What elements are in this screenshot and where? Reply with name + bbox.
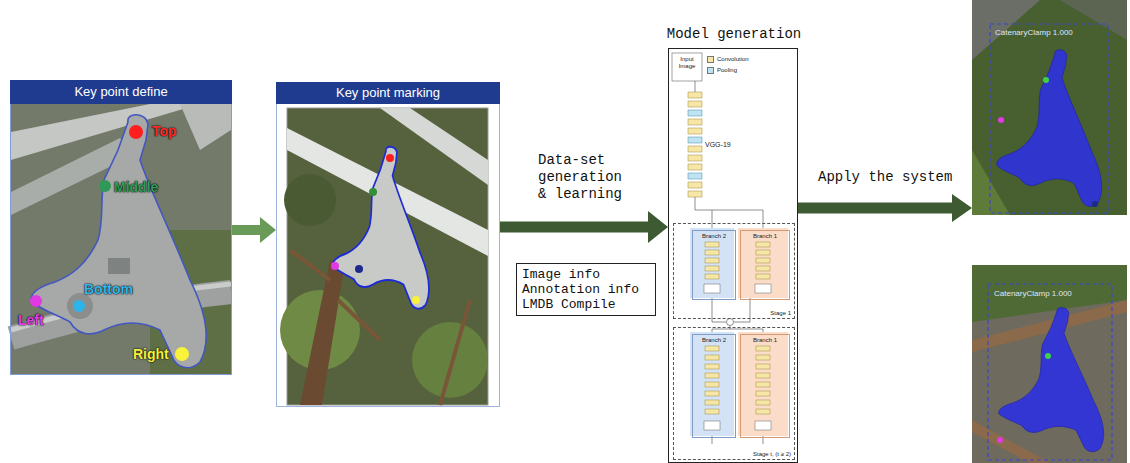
clamp-outline — [333, 147, 429, 309]
box-heading: Model generation — [629, 26, 839, 43]
keypoint-label: Left — [18, 312, 44, 328]
branch-box: Branch 2 — [692, 230, 736, 300]
legend-row: Pooling — [707, 65, 749, 76]
keypoint-dot — [1043, 77, 1049, 83]
loss-box — [755, 421, 771, 430]
branch-label: Branch 1 — [741, 233, 789, 240]
photo-ground — [287, 108, 488, 405]
block-arrow — [232, 217, 276, 243]
conv-layers — [705, 346, 770, 414]
branch-fill — [738, 228, 788, 298]
keypoint-dot — [412, 296, 420, 304]
legend-text: Convolution — [717, 56, 749, 63]
branch-fill — [738, 332, 788, 436]
keypoint-dot — [30, 295, 42, 307]
input-label: Input Image — [673, 56, 701, 70]
photo-ground — [972, 265, 1127, 463]
steel-bar — [180, 104, 231, 150]
panel-heading: Key point marking — [276, 82, 500, 104]
branch-fill — [690, 332, 734, 436]
stage-label: Stage 1 — [770, 310, 791, 317]
detection-label: CatenaryClamp 1.000 — [994, 289, 1072, 299]
stage-region: Stage t, (t ≥ 2) Branch 2 Branch 1 — [673, 327, 795, 460]
input-image-box — [672, 53, 702, 81]
branch-box: Branch 1 — [740, 230, 790, 300]
keypoint-marking-panel: Key point marking — [276, 82, 500, 407]
loss-box — [704, 284, 720, 293]
keypoint-label: Bottom — [84, 281, 133, 297]
detection-label: CatenaryClamp 1.000 — [995, 28, 1073, 38]
result-image: CatenaryClamp 1.000 — [972, 265, 1127, 463]
photo-ground — [11, 104, 231, 374]
branch-label: Branch 1 — [741, 337, 789, 344]
block-arrow — [798, 194, 972, 222]
keypoint-label: Middle — [114, 179, 158, 195]
foliage — [412, 322, 488, 398]
box-text: Image info Annotation info LMDB Compile — [517, 264, 655, 315]
marking-photo — [280, 108, 488, 405]
clamp-outline — [31, 115, 206, 368]
arrow-label: Data-set generation & learning — [538, 152, 630, 203]
flow-line — [695, 81, 696, 92]
result-photo — [972, 265, 1127, 463]
stage-label: Stage t, (t ≥ 2) — [753, 451, 791, 458]
network-label: VGG-19 — [705, 141, 731, 149]
detection-box — [988, 284, 1112, 460]
keypoint-define-panel: Key point define — [10, 80, 232, 375]
keypoint-dot — [129, 125, 143, 139]
keypoint-dot — [355, 265, 363, 273]
photo-ground — [972, 0, 1127, 215]
conv-layers — [705, 242, 770, 279]
keypoint-label: Top — [152, 123, 177, 139]
vgg-layers — [688, 92, 702, 197]
legend: ConvolutionPooling — [707, 54, 749, 76]
legend-swatch — [707, 67, 714, 74]
panel-heading: Key point define — [10, 80, 232, 104]
keypoint-dot — [73, 300, 85, 312]
concat-node — [727, 319, 734, 326]
network-diagram — [672, 53, 788, 444]
clamp-mask — [997, 50, 1102, 207]
keypoint-dot — [175, 347, 189, 361]
keypoint-dot — [998, 117, 1004, 123]
block-arrow — [500, 211, 668, 243]
model-generation-box: Model generationStage 1Branch 2Branch 1S… — [668, 48, 798, 463]
result-photo — [972, 0, 1127, 215]
legend-row: Convolution — [707, 54, 749, 65]
keypoint-dot — [386, 154, 394, 162]
legend-swatch — [707, 56, 714, 63]
stage-region: Stage 1 Branch 2 Branch 1 — [673, 223, 795, 319]
steel-bar — [380, 108, 488, 185]
keypoint-dot — [1045, 353, 1051, 359]
branch-fill — [690, 228, 734, 298]
keypoint-dot — [369, 188, 377, 196]
clamp-photo — [11, 104, 231, 374]
result-image: CatenaryClamp 1.000 — [972, 0, 1127, 215]
keypoint-dot — [1092, 201, 1098, 207]
branch-label: Branch 2 — [693, 337, 735, 344]
loss-box — [704, 421, 720, 430]
branch-box: Branch 1 — [740, 334, 790, 438]
keypoint-dot — [997, 437, 1003, 443]
tree-trunk — [300, 260, 345, 405]
legend-text: Pooling — [717, 67, 737, 74]
detection-box — [990, 24, 1108, 213]
loss-box — [755, 284, 771, 293]
arrow-label: Apply the system — [818, 169, 952, 186]
clamp-mask — [999, 308, 1104, 452]
dataset-info-box: Image info Annotation info LMDB Compile — [516, 263, 656, 316]
foliage — [284, 174, 336, 226]
keypoint-dot — [331, 262, 339, 270]
branch-box: Branch 2 — [692, 334, 736, 438]
bolt — [108, 258, 130, 274]
branch-label: Branch 2 — [693, 233, 735, 240]
keypoint-label: Right — [133, 346, 169, 362]
keypoint-dot — [99, 180, 111, 192]
